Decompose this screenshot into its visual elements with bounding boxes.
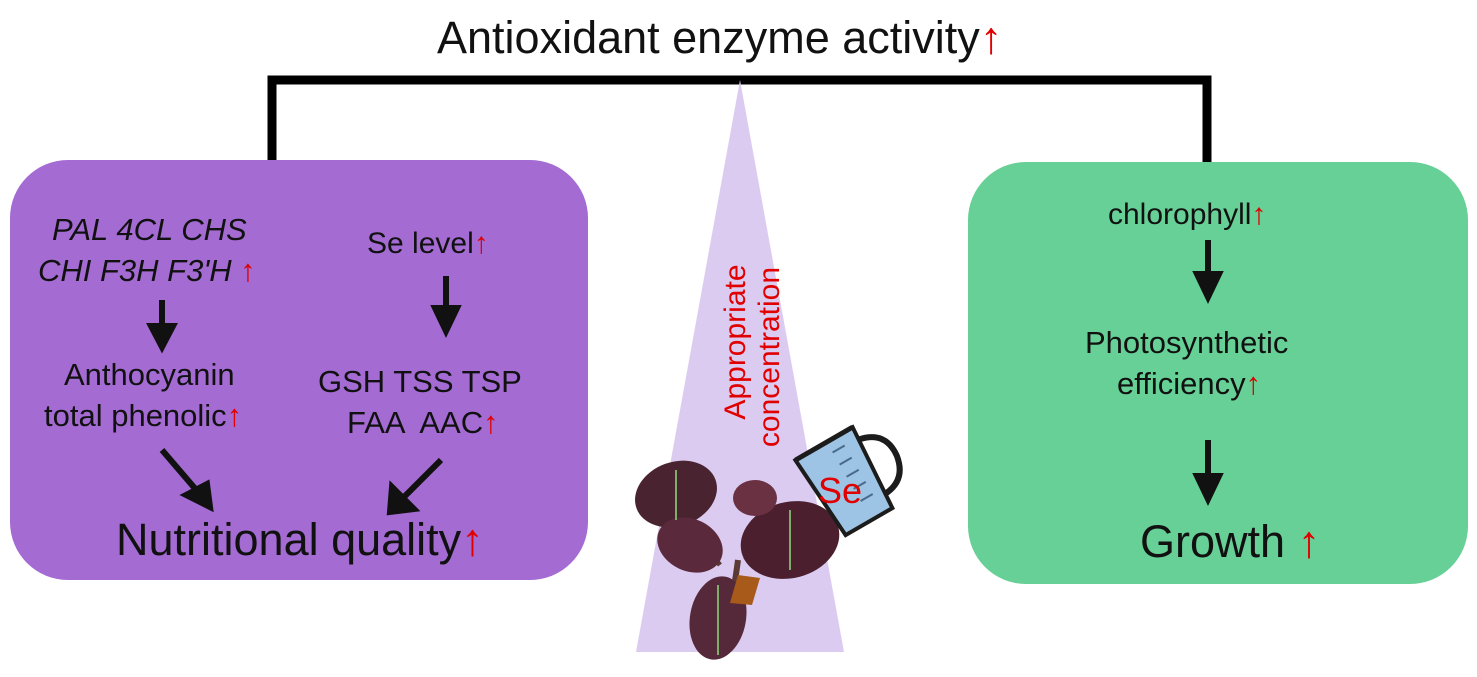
up-arrow-icon: ↑ <box>1251 198 1267 231</box>
up-arrow-icon: ↑ <box>483 405 499 440</box>
chlorophyll-text: chlorophyll <box>1108 198 1252 231</box>
growth-text: Growth <box>1140 516 1286 567</box>
metabolites-line-1: GSH TSS TSP <box>318 364 522 399</box>
genes-line-2-text: CHI F3H F3'H <box>38 253 232 288</box>
growth-panel <box>968 162 1468 584</box>
growth-label: Growth ↑ <box>1140 516 1320 568</box>
diagonal-arrow-icon <box>386 457 444 516</box>
diagonal-arrow-icon <box>159 448 214 513</box>
concentration-word-2: concentration <box>753 266 786 448</box>
metabolites-line-2-text: FAA AAC <box>347 405 484 440</box>
diagram-title: Antioxidant enzyme activity↑ <box>437 12 1002 64</box>
phenolic-text: total phenolic <box>44 398 227 433</box>
up-arrow-icon: ↑ <box>979 12 1003 63</box>
metabolites-line-2: FAA AAC↑ <box>347 405 499 441</box>
genes-line-2: CHI F3H F3'H ↑ <box>38 253 256 289</box>
nutritional-quality-label: Nutritional quality↑ <box>116 514 484 566</box>
nutrition-panel <box>10 160 588 580</box>
up-arrow-icon: ↑ <box>461 514 484 565</box>
up-arrow-icon: ↑ <box>473 227 489 260</box>
nutritional-quality-text: Nutritional quality <box>116 514 462 565</box>
photosynthetic-label: Photosynthetic <box>1085 325 1289 360</box>
down-arrow-icon <box>146 300 178 354</box>
measuring-jug-icon <box>792 424 903 538</box>
bracket-connector <box>267 75 1212 162</box>
title-text: Antioxidant enzyme activity <box>437 12 980 63</box>
genes-line-1: PAL 4CL CHS <box>52 212 247 247</box>
chlorophyll-label: chlorophyll↑ <box>1108 198 1266 232</box>
up-arrow-icon: ↑ <box>240 253 256 288</box>
up-arrow-icon: ↑ <box>1245 366 1262 401</box>
se-level-text: Se level <box>367 227 474 260</box>
down-arrow-icon <box>1192 440 1224 506</box>
anthocyanin-label: Anthocyanin <box>64 357 235 392</box>
jug-se-label: Se <box>818 470 863 511</box>
up-arrow-icon: ↑ <box>1297 516 1321 567</box>
down-arrow-icon <box>430 276 462 338</box>
down-arrow-icon <box>1192 240 1224 304</box>
plant-icon <box>635 460 840 660</box>
efficiency-text: efficiency <box>1117 366 1246 401</box>
se-level-label: Se level↑ <box>367 227 489 261</box>
up-arrow-icon: ↑ <box>226 398 243 433</box>
phenolic-label: total phenolic↑ <box>44 398 242 434</box>
efficiency-label: efficiency↑ <box>1117 366 1261 402</box>
concentration-word-1: Appropriate <box>719 264 752 420</box>
